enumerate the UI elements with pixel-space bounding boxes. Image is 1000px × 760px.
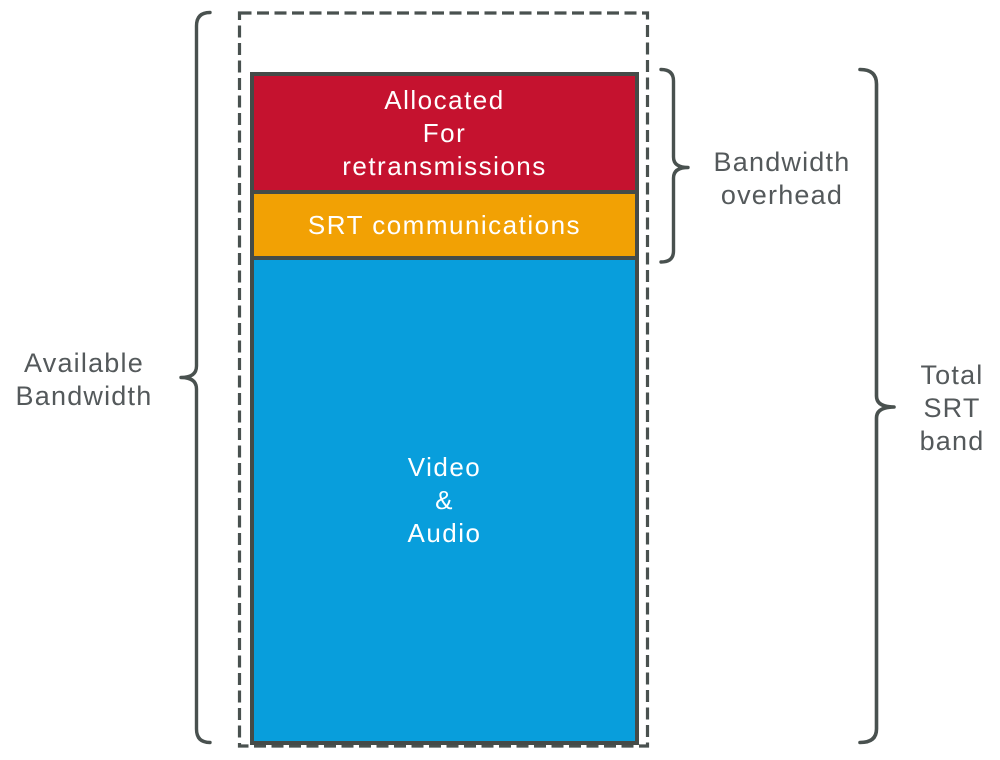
bandwidth-overhead-brace — [659, 67, 690, 264]
segment-label-line: retransmissions — [342, 150, 547, 181]
available-bandwidth-label: Available Bandwidth — [0, 347, 168, 413]
segment-label-line: & — [435, 485, 454, 515]
label-line: Available — [24, 348, 144, 378]
available-bandwidth-dashed-box — [237, 11, 650, 748]
total-srt-band-brace — [858, 67, 896, 745]
segment-label-line: Video — [407, 452, 482, 482]
label-line: Total — [920, 360, 984, 390]
segment-label-line: Allocated — [384, 84, 505, 115]
segment-label-line: Audio — [407, 518, 482, 548]
available-bandwidth-brace — [179, 10, 212, 745]
label-line: band — [919, 426, 985, 456]
label-line: SRT — [923, 393, 981, 423]
bandwidth-overhead-label: Bandwidth overhead — [682, 146, 882, 212]
label-line: Bandwidth — [713, 147, 851, 177]
segment-allocated-for-retransmissions: Allocated For retransmissions — [254, 76, 635, 190]
label-line: overhead — [720, 180, 844, 210]
segment-video-and-audio: Video & Audio — [254, 256, 635, 741]
label-line: Bandwidth — [15, 381, 153, 411]
bandwidth-bar: Allocated For retransmissions SRT commun… — [250, 72, 639, 745]
segment-label-line: SRT communications — [307, 209, 582, 240]
segment-srt-communications: SRT communications — [254, 190, 635, 256]
total-srt-band-label: Total SRT band — [900, 359, 1000, 458]
segment-label-line: For — [422, 117, 467, 148]
